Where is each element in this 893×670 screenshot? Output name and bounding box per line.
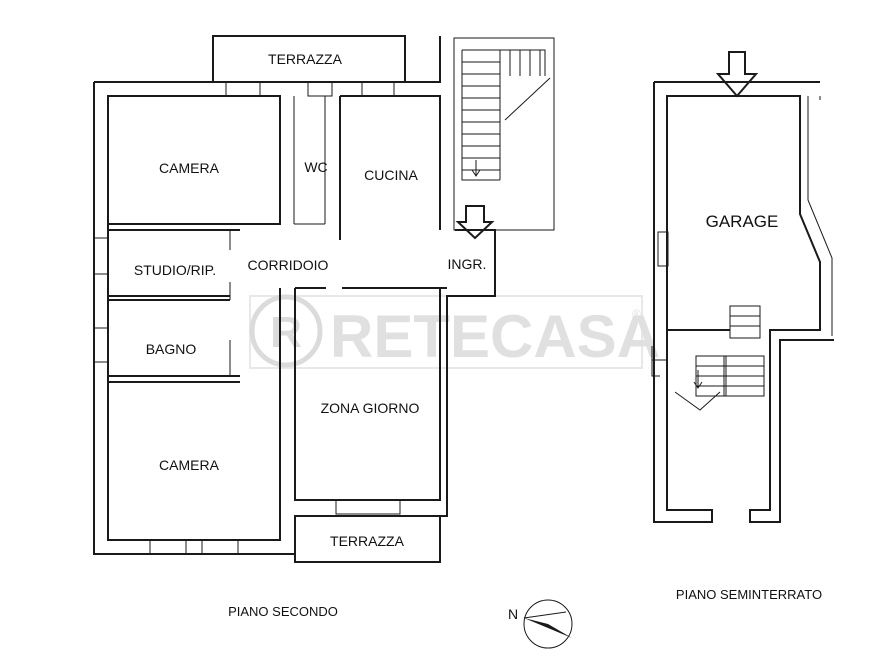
stair-frame xyxy=(461,49,546,181)
window-camera-top xyxy=(225,81,261,97)
window-bagno xyxy=(93,327,109,363)
label-corridoio: CORRIDOIO xyxy=(248,257,329,273)
label-bagno: BAGNO xyxy=(146,341,197,357)
compass-needle-line xyxy=(523,611,567,619)
stair-arrow-icon xyxy=(471,160,481,177)
window-camera-bottom-1 xyxy=(149,539,187,555)
window-cucina xyxy=(361,81,395,97)
window-wc xyxy=(307,81,333,97)
garage-entrance-arrow-icon xyxy=(715,51,759,98)
garage-outer-line xyxy=(807,96,833,336)
basement-stair-arrow-icon xyxy=(693,370,703,389)
basement-stair-landing xyxy=(674,391,721,411)
watermark-text: RETECASA xyxy=(330,303,660,370)
label-camera-bottom: CAMERA xyxy=(159,457,220,473)
basement-plan xyxy=(651,51,834,523)
label-terrazza-bottom: TERRAZZA xyxy=(330,533,405,549)
entrance-arrow-icon xyxy=(455,205,495,240)
stair-break-line xyxy=(504,77,551,121)
watermark: R RETECASA ® xyxy=(249,294,660,370)
staircase xyxy=(453,37,555,231)
label-cucina: CUCINA xyxy=(364,167,418,183)
wc-room xyxy=(293,96,326,225)
camera-top-room xyxy=(107,95,281,225)
stair-steps-left xyxy=(462,61,500,171)
label-terrazza-top: TERRAZZA xyxy=(268,51,343,67)
garage-outer-wall xyxy=(653,82,834,523)
label-camera-top: CAMERA xyxy=(159,160,220,176)
basement-stair-steps xyxy=(696,315,764,387)
label-wc: WC xyxy=(304,159,327,175)
second-floor-plan xyxy=(93,35,555,563)
window-zona-giorno xyxy=(335,499,401,515)
compass-needle-icon xyxy=(524,618,572,638)
floor-label-second: PIANO SECONDO xyxy=(228,604,338,619)
label-zona-giorno: ZONA GIORNO xyxy=(321,400,420,416)
window-studio xyxy=(93,237,109,275)
watermark-logo-ring xyxy=(249,294,323,368)
label-studio: STUDIO/RIP. xyxy=(134,262,216,278)
floor-label-basement: PIANO SEMINTERRATO xyxy=(676,587,822,602)
stair-enclosure xyxy=(453,37,555,231)
label-garage: GARAGE xyxy=(706,212,779,231)
compass-ring xyxy=(523,599,573,649)
basement-door xyxy=(651,346,666,377)
north-compass: N xyxy=(508,599,573,649)
watermark-logo-letter: R xyxy=(270,308,302,357)
stair-steps-right xyxy=(509,50,541,76)
second-floor-inner-wall xyxy=(107,96,281,541)
basement-staircase xyxy=(674,305,765,411)
left-room-partitions xyxy=(108,229,240,383)
terrazza-bottom xyxy=(294,515,441,563)
window-camera-bottom-2 xyxy=(201,539,239,555)
basement-stair-upper xyxy=(729,305,761,339)
compass-north-label: N xyxy=(508,606,518,622)
window-garage xyxy=(657,231,669,267)
label-ingresso: INGR. xyxy=(448,256,487,272)
watermark-registered-mark: ® xyxy=(632,307,641,321)
